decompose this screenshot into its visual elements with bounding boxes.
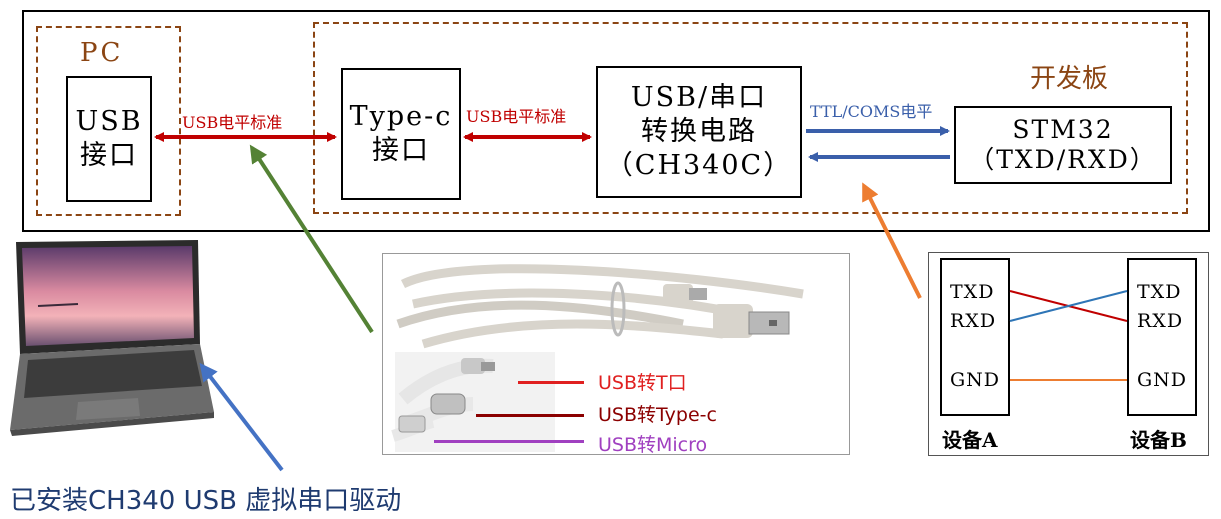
laptop-icon	[10, 240, 214, 436]
device-a-box	[940, 258, 1010, 416]
device-b-pin-rxd: RXD	[1137, 310, 1184, 332]
link2-label: USB电平标准	[466, 107, 567, 126]
device-a-pin-txd: TXD	[950, 281, 995, 303]
converter-line1: USB/串口	[630, 82, 768, 113]
converter-line2: 转换电路	[641, 116, 757, 147]
legend-line-2	[476, 414, 584, 417]
device-b-pin-txd: TXD	[1137, 281, 1182, 303]
link3-label: TTL/COMS电平	[810, 102, 933, 121]
legend-label-2: USB转Type-c	[598, 404, 717, 426]
blue-pointer-arrow	[199, 362, 284, 472]
device-b-name: 设备B	[1130, 428, 1187, 452]
orange-pointer-arrow	[862, 182, 922, 299]
converter-line3: （CH340C）	[605, 150, 793, 181]
device-b-box	[1127, 258, 1197, 416]
typec-port-line1: Type-c	[349, 101, 453, 132]
wiring-frame	[928, 252, 1209, 456]
green-pointer-arrow	[249, 144, 374, 334]
driver-caption: 已安装CH340 USB 虚拟串口驱动	[10, 486, 402, 516]
usb-port-box: USB 接口	[66, 76, 152, 202]
mcu-line1: STM32	[1012, 115, 1114, 144]
legend-label-3: USB转Micro	[598, 434, 708, 456]
top-diagram-frame	[22, 10, 1210, 232]
legend-label-1: USB转T口	[598, 372, 687, 394]
devboard-group	[313, 22, 1188, 214]
pc-label: PC	[80, 38, 124, 68]
device-a-pin-rxd: RXD	[950, 310, 997, 332]
wire-rxd-to-txd	[1009, 290, 1128, 322]
devboard-label: 开发板	[1030, 64, 1109, 94]
legend-line-3	[434, 440, 584, 443]
typec-port-box: Type-c 接口	[341, 68, 461, 200]
usb-port-line2: 接口	[80, 140, 138, 171]
usb-port-line1: USB	[75, 106, 143, 137]
device-b-pin-gnd: GND	[1137, 369, 1188, 391]
pc-group	[36, 26, 181, 216]
converter-box: USB/串口 转换电路 （CH340C）	[596, 66, 802, 198]
cable-photo	[382, 253, 850, 455]
device-a-name: 设备A	[942, 428, 998, 452]
legend-line-1	[518, 381, 584, 384]
device-a-pin-gnd: GND	[950, 369, 1001, 391]
mcu-box: STM32 （TXD/RXD）	[954, 106, 1172, 184]
laptop-image	[8, 236, 218, 436]
typec-port-line2: 接口	[372, 135, 430, 166]
mcu-line2: （TXD/RXD）	[969, 145, 1157, 174]
usb-cable-icon	[391, 264, 804, 452]
link1-label: USB电平标准	[182, 113, 283, 132]
